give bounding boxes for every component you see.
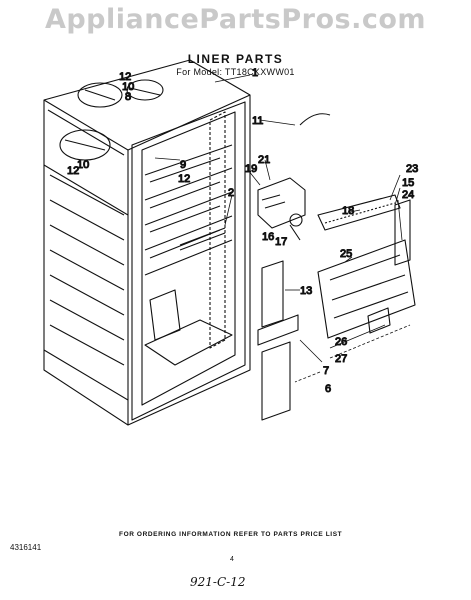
callout-15: 15 [402, 177, 414, 189]
model-number: For Model: TT18CKXWW01 [176, 67, 295, 77]
callout-2: 2 [228, 187, 234, 199]
bracket-part-26 [367, 307, 391, 334]
callout-25: 25 [340, 248, 352, 260]
tube-part [299, 113, 331, 126]
callout-12c: 12 [67, 165, 79, 177]
panel-part-6 [261, 341, 291, 421]
callout-16: 16 [262, 231, 274, 243]
callout-27: 27 [335, 353, 347, 365]
document-number: 4316141 [10, 543, 42, 552]
callout-10b: 10 [77, 159, 89, 171]
callout-7: 7 [323, 365, 329, 377]
callout-21: 21 [258, 154, 270, 166]
leader-lines [154, 74, 411, 383]
diagram-title: LINER PARTS [187, 52, 284, 66]
callout-23: 23 [406, 163, 418, 175]
ordering-footer: FOR ORDERING INFORMATION REFER TO PARTS … [119, 531, 343, 538]
callout-17: 17 [275, 236, 287, 248]
damper-assembly [257, 177, 306, 241]
handwritten-note: 921-C-12 [190, 575, 246, 589]
panel-part-13 [261, 260, 284, 328]
callout-1: 1 [252, 67, 258, 79]
liner-body [43, 59, 251, 426]
callout-10a: 10 [122, 81, 134, 93]
callout-6: 6 [325, 383, 331, 395]
watermark-text: AppliancePartsPros.com [44, 4, 427, 35]
heater-assembly [317, 194, 401, 231]
callout-9: 9 [180, 159, 186, 171]
callout-11: 11 [252, 115, 263, 127]
callout-12b: 12 [178, 173, 190, 185]
callout-19: 19 [245, 163, 257, 175]
callout-8: 8 [125, 91, 131, 103]
callout-18: 18 [342, 205, 354, 217]
evaporator-cover [317, 199, 416, 339]
callout-12a: 12 [119, 71, 131, 83]
callout-24: 24 [402, 189, 414, 201]
callout-13: 13 [300, 285, 312, 297]
strip-part-7 [257, 314, 299, 346]
page-number: 4 [230, 556, 234, 563]
callout-26: 26 [335, 336, 347, 348]
shelf-rail-part [179, 227, 226, 251]
